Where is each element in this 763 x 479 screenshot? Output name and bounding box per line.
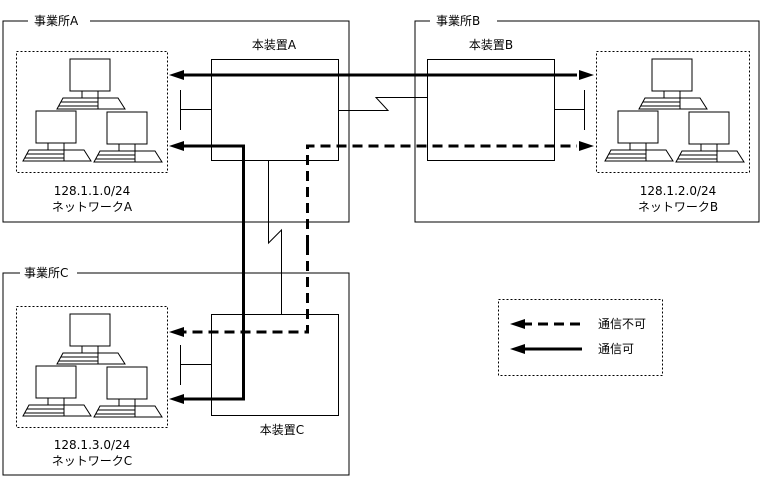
lan-connector-b <box>555 90 585 130</box>
office-c-frame <box>2 272 350 476</box>
device-a-label: 本装置A <box>251 38 297 52</box>
lan-connector-c <box>180 345 211 385</box>
office-b-frame <box>414 20 760 223</box>
device-b-label: 本装置B <box>468 38 514 52</box>
flow-dashed-to-c <box>169 245 309 337</box>
legend-dashed-arrow <box>510 319 582 329</box>
device-a <box>211 59 339 161</box>
lan-connector-a <box>180 90 211 130</box>
legend-box <box>498 299 663 376</box>
network-b-name: ネットワークB <box>637 200 719 214</box>
computers-network-c <box>23 314 162 417</box>
network-a-address: 128.1.1.0/24 <box>53 184 131 198</box>
flow-solid-a-b <box>169 70 594 80</box>
network-b-address: 128.1.2.0/24 <box>639 184 717 198</box>
network-c-name: ネットワークC <box>51 454 133 468</box>
network-a-name: ネットワークA <box>51 200 133 214</box>
office-a-label: 事業所A <box>32 14 81 28</box>
legend-label-dashed: 通信不可 <box>598 317 647 331</box>
legend-label-solid: 通信可 <box>598 342 635 356</box>
computers-network-b <box>605 59 744 162</box>
flow-solid-c-a <box>169 141 245 404</box>
wan-link-a-c <box>268 161 282 314</box>
device-c-label: 本装置C <box>259 423 305 437</box>
office-b-label: 事業所B <box>434 14 483 28</box>
office-a-frame <box>2 20 350 223</box>
device-c <box>211 314 339 416</box>
network-b-box <box>596 51 750 173</box>
computers-network-a <box>23 59 162 162</box>
flow-dashed-a-b <box>306 141 594 245</box>
wan-link-a-b <box>339 97 427 111</box>
office-c-label: 事業所C <box>22 266 71 280</box>
network-c-address: 128.1.3.0/24 <box>53 438 131 452</box>
device-b <box>427 59 555 161</box>
legend-solid-arrow <box>510 344 582 354</box>
